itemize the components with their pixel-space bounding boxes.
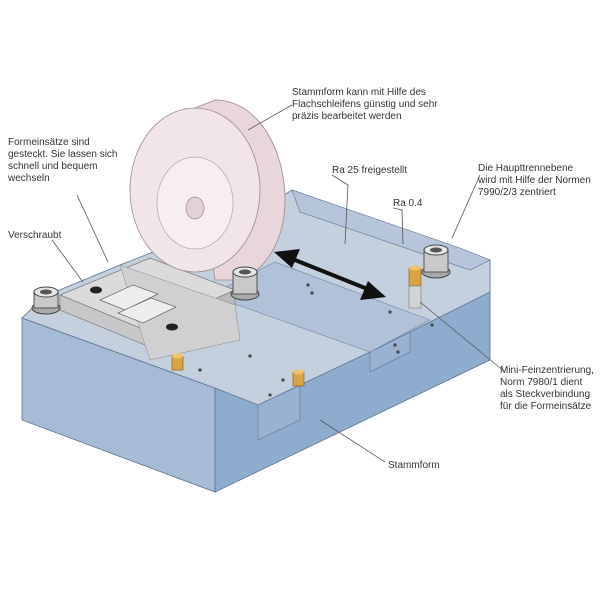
brass-pin-icon bbox=[292, 369, 305, 387]
annotation-screwed: Verschraubt bbox=[8, 230, 62, 241]
centering-bushing-icon bbox=[230, 266, 260, 301]
insert-plate-right bbox=[119, 264, 241, 361]
leader-lines bbox=[51, 104, 506, 463]
annotation-mini-centering: Mini-Feinzentrierung, Norm 7980/1 dient … bbox=[500, 365, 594, 412]
annotation-ra04: Ra 0.4 bbox=[393, 198, 423, 209]
grinding-wheel-icon bbox=[129, 99, 286, 281]
annotation-grinding: Stammform kann mit Hilfe des Flachschlei… bbox=[292, 87, 438, 122]
double-arrow-icon bbox=[274, 249, 386, 300]
annotation-ra25: Ra 25 freigestellt bbox=[332, 165, 408, 176]
annotation-parting-plane: Die Haupttrennebene wird mit Hilfe der N… bbox=[478, 163, 591, 198]
insert-cavity-2 bbox=[117, 297, 177, 324]
centering-bushing-icon bbox=[421, 244, 451, 279]
insert-cavity-1 bbox=[99, 284, 159, 311]
surface-holes bbox=[198, 283, 434, 397]
centering-bushing-icon bbox=[31, 286, 61, 315]
annotation-inserts: Formeinsätze sind gesteckt. Sie lassen s… bbox=[8, 137, 118, 184]
annotation-base-mold: Stammform bbox=[388, 460, 440, 471]
screw-hole-icon bbox=[166, 323, 178, 331]
brass-pin-icon bbox=[171, 353, 184, 371]
brass-pin-icon bbox=[408, 265, 422, 309]
screw-hole-icon bbox=[90, 286, 102, 294]
